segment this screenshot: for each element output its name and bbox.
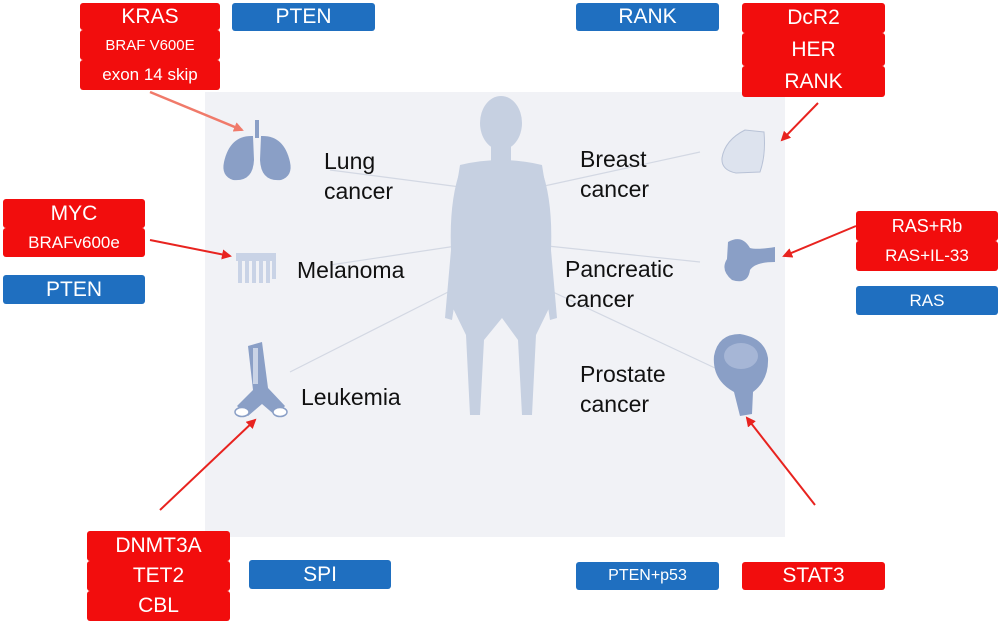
gene-box-kras: KRAS <box>80 3 220 30</box>
pancreatic-arrow <box>782 225 857 258</box>
gene-box-dnmt3a: DNMT3A <box>87 531 230 561</box>
lung-arrow <box>149 90 244 132</box>
breast-label-line1: Breast <box>580 146 647 172</box>
human-body-icon <box>445 96 557 415</box>
gene-box-pten-p53: PTEN+p53 <box>576 562 719 590</box>
gene-box-ras-blue: RAS <box>856 286 998 315</box>
melanoma-label: Melanoma <box>297 257 405 283</box>
gene-box-ras-il33: RAS+IL-33 <box>856 241 998 271</box>
pancreas-icon <box>724 239 775 282</box>
breast-arrow <box>780 102 819 142</box>
gene-box-tet2: TET2 <box>87 561 230 591</box>
skin-icon <box>236 253 276 283</box>
connector-lines <box>289 151 716 373</box>
melanoma-arrow <box>149 239 232 260</box>
gene-box-pten-lung: PTEN <box>232 3 375 31</box>
breast-label-line2: cancer <box>580 176 650 202</box>
pancreatic-label-line1: Pancreatic <box>565 256 674 282</box>
gene-box-braf-v600e: BRAF V600E <box>80 30 220 60</box>
pancreatic-cancer-label: Pancreatic cancer <box>565 254 674 314</box>
prostate-arrow <box>745 416 816 506</box>
gene-box-brafv600e: BRAFv600e <box>3 228 145 257</box>
gene-box-her: HER <box>742 33 885 66</box>
prostate-label-line1: Prostate <box>580 361 666 387</box>
leukemia-arrow <box>159 418 257 511</box>
gene-box-rank-red: RANK <box>742 66 885 97</box>
lung-label-line2: cancer <box>324 178 394 204</box>
lung-cancer-label: Lung cancer <box>324 146 393 206</box>
breast-icon <box>721 129 765 174</box>
prostate-cancer-label: Prostate cancer <box>580 359 666 419</box>
leukemia-label: Leukemia <box>301 384 401 410</box>
prostate-icon <box>713 334 769 416</box>
lung-label-line1: Lung <box>324 148 376 174</box>
breast-cancer-label: Breast cancer <box>580 144 649 204</box>
gene-box-ras-rb: RAS+Rb <box>856 211 998 241</box>
gene-box-rank-blue: RANK <box>576 3 719 31</box>
gene-arrows <box>149 90 857 511</box>
prostate-label-line2: cancer <box>580 391 650 417</box>
gene-box-myc: MYC <box>3 199 145 228</box>
gene-box-cbl: CBL <box>87 591 230 621</box>
gene-box-spi: SPI <box>249 560 391 589</box>
gene-box-exon-14-skip: exon 14 skip <box>80 60 220 90</box>
pancreatic-label-line2: cancer <box>565 286 635 312</box>
blood-vessel-icon <box>234 342 288 418</box>
lung-icon <box>223 120 291 181</box>
gene-box-stat3: STAT3 <box>742 562 885 590</box>
gene-box-dcr2: DcR2 <box>742 3 885 33</box>
gene-box-pten-melanoma: PTEN <box>3 275 145 304</box>
